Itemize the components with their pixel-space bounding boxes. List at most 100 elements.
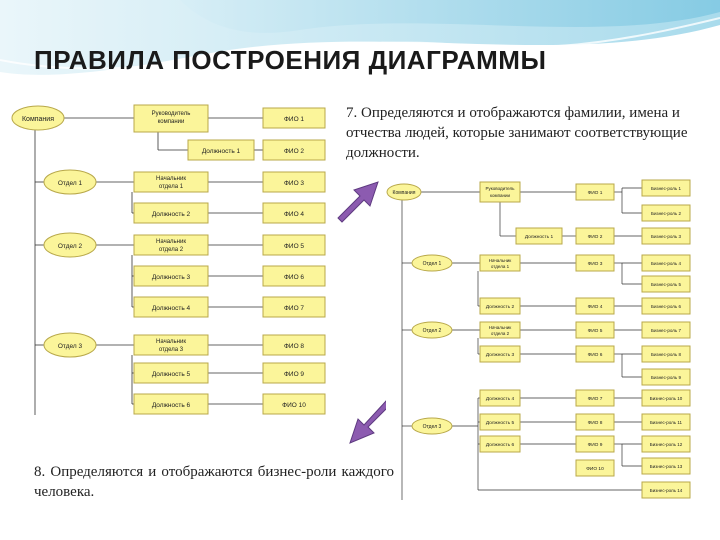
svg-text:Бизнес-роль 5: Бизнес-роль 5 xyxy=(651,282,681,287)
svg-text:Бизнес-роль 11: Бизнес-роль 11 xyxy=(650,420,683,425)
fio-column-2: ФИО 1 ФИО 2 ФИО 3 ФИО 4 ФИО 5 ФИО 6 ФИО … xyxy=(575,183,615,477)
svg-text:ФИО 3: ФИО 3 xyxy=(284,180,304,187)
svg-text:компании: компании xyxy=(158,119,185,125)
ellipse-company-1: Компания xyxy=(11,105,65,131)
svg-text:Должность 6: Должность 6 xyxy=(152,402,191,409)
svg-text:Бизнес-роль 3: Бизнес-роль 3 xyxy=(651,234,681,239)
svg-text:ФИО 2: ФИО 2 xyxy=(588,234,603,240)
box-position5-1: Должность 5 xyxy=(133,362,209,384)
svg-text:Компания: Компания xyxy=(393,190,416,196)
svg-text:Начальник: Начальник xyxy=(156,176,186,182)
arrow-down-left-icon xyxy=(349,400,391,444)
header-wave-line xyxy=(0,17,720,70)
svg-text:ФИО 2: ФИО 2 xyxy=(284,148,304,155)
ellipse-dept3-1: Отдел 3 xyxy=(43,332,97,358)
page-title: ПРАВИЛА ПОСТРОЕНИЯ ДИАГРАММЫ xyxy=(34,45,547,75)
svg-text:Бизнес-роль 2: Бизнес-роль 2 xyxy=(651,211,681,216)
svg-text:Бизнес-роль 6: Бизнес-роль 6 xyxy=(651,304,681,309)
box-head-2: Руководитель компании xyxy=(479,181,521,203)
svg-text:отдела 1: отдела 1 xyxy=(491,264,510,269)
svg-text:Отдел 3: Отдел 3 xyxy=(423,424,442,430)
svg-text:отдела 1: отдела 1 xyxy=(159,184,184,190)
arrow-up-right-icon xyxy=(337,181,379,223)
svg-text:ФИО 7: ФИО 7 xyxy=(284,305,304,312)
svg-text:Должность 1: Должность 1 xyxy=(202,148,241,155)
svg-text:ФИО 6: ФИО 6 xyxy=(284,274,304,281)
svg-text:Должность 6: Должность 6 xyxy=(486,442,515,448)
svg-text:ФИО 10: ФИО 10 xyxy=(282,402,306,409)
svg-text:Бизнес-роль 8: Бизнес-роль 8 xyxy=(651,352,681,357)
ellipse-dept2-2: Отдел 2 xyxy=(411,321,453,339)
box-dept3-head-1: Начальник отдела 3 xyxy=(133,334,209,356)
structure-diagram-step7: Компания Руководитель компании Должность… xyxy=(11,104,326,415)
svg-text:ФИО 7: ФИО 7 xyxy=(588,396,603,402)
svg-text:ФИО 1: ФИО 1 xyxy=(284,116,304,123)
svg-text:Отдел 2: Отдел 2 xyxy=(58,243,83,250)
ellipse-dept3-2: Отдел 3 xyxy=(411,417,453,435)
svg-text:Отдел 1: Отдел 1 xyxy=(58,180,83,187)
svg-text:ФИО 4: ФИО 4 xyxy=(588,304,603,310)
box-position6-1: Должность 6 xyxy=(133,393,209,415)
fio-column-1: ФИО 1 ФИО 2 ФИО 3 ФИО 4 ФИО 5 ФИО 6 ФИО … xyxy=(262,107,326,415)
svg-text:Бизнес-роль 7: Бизнес-роль 7 xyxy=(651,328,681,333)
svg-text:Должность 4: Должность 4 xyxy=(486,396,515,402)
ellipse-dept2-1: Отдел 2 xyxy=(43,232,97,258)
svg-text:Отдел 2: Отдел 2 xyxy=(423,328,442,334)
svg-text:Бизнес-роль 12: Бизнес-роль 12 xyxy=(650,442,683,447)
svg-text:Начальник: Начальник xyxy=(489,325,511,330)
box-position6-2: Должность 6 xyxy=(479,435,521,453)
step7-text: 7. Определяются и отображаются фамилии, … xyxy=(346,105,688,161)
svg-text:Начальник: Начальник xyxy=(156,339,186,345)
box-position2-2: Должность 2 xyxy=(479,297,521,315)
svg-text:отдела 2: отдела 2 xyxy=(159,247,184,253)
box-dept1-head-2: Начальник отдела 1 xyxy=(479,254,521,272)
svg-text:ФИО 4: ФИО 4 xyxy=(284,211,304,218)
box-position1-2: Должность 1 xyxy=(515,227,563,245)
svg-text:Должность 5: Должность 5 xyxy=(486,420,515,426)
svg-text:Начальник: Начальник xyxy=(156,239,186,245)
box-dept2-head-1: Начальник отдела 2 xyxy=(133,234,209,256)
box-position2-1: Должность 2 xyxy=(133,202,209,224)
svg-text:Руководитель: Руководитель xyxy=(152,111,191,117)
svg-text:Начальник: Начальник xyxy=(489,258,511,263)
box-position3-2: Должность 3 xyxy=(479,345,521,363)
structure-diagram-step8: Компания Руководитель компании Должность… xyxy=(386,170,696,510)
box-position5-2: Должность 5 xyxy=(479,413,521,431)
svg-text:Должность 5: Должность 5 xyxy=(152,371,191,378)
svg-text:ФИО 10: ФИО 10 xyxy=(586,466,604,472)
svg-text:Должность 4: Должность 4 xyxy=(152,305,191,312)
svg-text:Должность 2: Должность 2 xyxy=(486,304,515,310)
svg-text:ФИО 5: ФИО 5 xyxy=(588,328,603,334)
svg-text:Бизнес-роль 10: Бизнес-роль 10 xyxy=(650,396,683,401)
svg-text:ФИО 8: ФИО 8 xyxy=(284,343,304,350)
svg-text:Бизнес-роль 4: Бизнес-роль 4 xyxy=(651,261,681,266)
svg-text:ФИО 3: ФИО 3 xyxy=(588,261,603,267)
svg-text:отдела 2: отдела 2 xyxy=(491,331,510,336)
svg-text:ФИО 9: ФИО 9 xyxy=(588,442,603,448)
box-position1-1: Должность 1 xyxy=(187,139,255,161)
svg-text:Отдел 1: Отдел 1 xyxy=(423,261,442,267)
box-position4-2: Должность 4 xyxy=(479,389,521,407)
svg-text:отдела 3: отдела 3 xyxy=(159,347,184,353)
ellipse-dept1-2: Отдел 1 xyxy=(411,254,453,272)
ellipse-company-2: Компания xyxy=(386,183,422,201)
step8-text: 8. Определяются и отображаются бизнес-ро… xyxy=(34,464,394,500)
box-dept2-head-2: Начальник отдела 2 xyxy=(479,321,521,339)
svg-text:Должность 1: Должность 1 xyxy=(525,234,554,240)
svg-text:Должность 3: Должность 3 xyxy=(152,274,191,281)
svg-text:компании: компании xyxy=(490,193,511,198)
box-head-1: Руководитель компании xyxy=(133,104,209,133)
box-dept1-head-1: Начальник отдела 1 xyxy=(133,171,209,193)
ellipse-dept1-1: Отдел 1 xyxy=(43,169,97,195)
svg-text:ФИО 1: ФИО 1 xyxy=(588,190,603,196)
svg-text:ФИО 5: ФИО 5 xyxy=(284,243,304,250)
svg-text:Бизнес-роль 1: Бизнес-роль 1 xyxy=(651,186,681,191)
svg-text:Должность 3: Должность 3 xyxy=(486,352,515,358)
box-position4-1: Должность 4 xyxy=(133,296,209,318)
svg-text:Должность 2: Должность 2 xyxy=(152,211,191,218)
svg-text:Бизнес-роль 9: Бизнес-роль 9 xyxy=(651,375,681,380)
svg-text:Руководитель: Руководитель xyxy=(486,186,516,191)
svg-text:Бизнес-роль 13: Бизнес-роль 13 xyxy=(650,464,683,469)
roles-column: Бизнес-роль 1 Бизнес-роль 2 Бизнес-роль … xyxy=(641,179,691,499)
